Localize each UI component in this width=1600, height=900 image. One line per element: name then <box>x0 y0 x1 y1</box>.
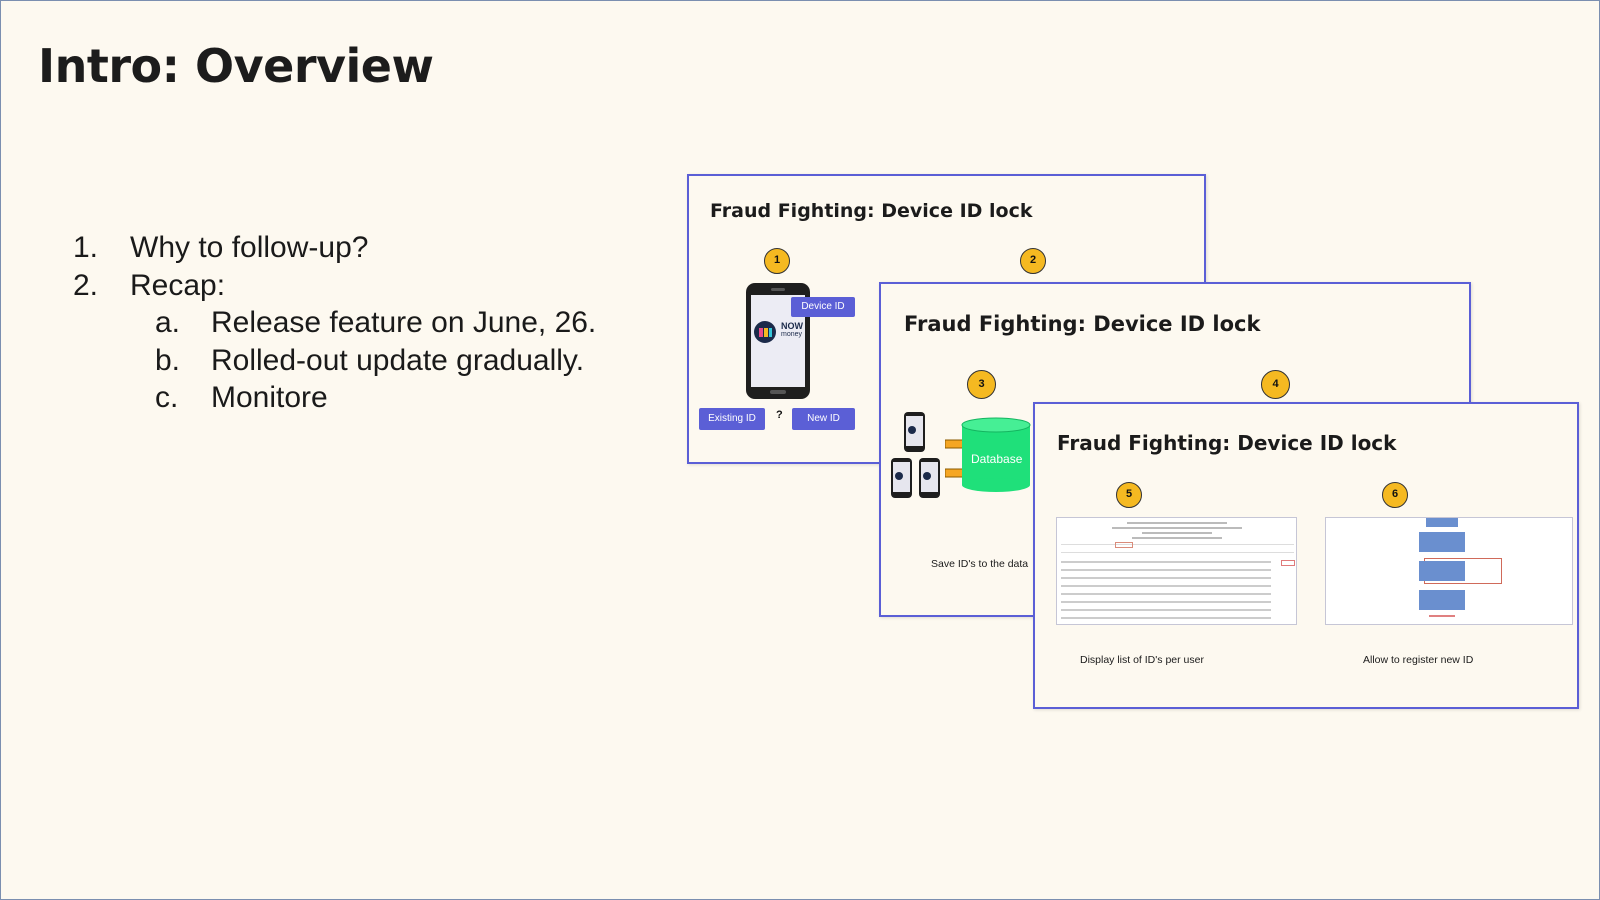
card-title: Fraud Fighting: Device ID lock <box>904 312 1261 336</box>
card-device-id-3: Fraud Fighting: Device ID lock 5 6 <box>1033 402 1579 709</box>
logo-subtext: money <box>781 331 803 338</box>
database-icon <box>961 417 1031 492</box>
phone-icon <box>891 458 912 498</box>
card-caption-right: Allow to register new ID <box>1363 654 1474 666</box>
device-id-label: Device ID <box>791 297 855 317</box>
step-badge-4: 4 <box>1261 370 1290 399</box>
phone-icon <box>919 458 940 498</box>
id-list-screenshot <box>1056 517 1297 625</box>
card-caption-left: Display list of ID's per user <box>1080 654 1204 666</box>
database-label: Database <box>971 452 1023 466</box>
agenda-text: Recap: <box>130 268 226 302</box>
agenda-letter: b. <box>155 343 181 377</box>
agenda-text: Monitore <box>211 381 328 414</box>
logo-text: NOW <box>781 321 803 331</box>
card-title: Fraud Fighting: Device ID lock <box>1057 431 1397 455</box>
logo-mark-icon <box>754 321 776 343</box>
new-id-label: New ID <box>792 408 855 430</box>
now-money-logo: NOW money <box>754 319 808 345</box>
step-badge-3: 3 <box>967 370 996 399</box>
step-badge-6: 6 <box>1382 482 1408 508</box>
agenda-text: Rolled-out update gradually. <box>211 343 585 377</box>
agenda-letter: a. <box>155 306 181 339</box>
question-mark: ? <box>776 409 783 421</box>
agenda-number: 1. <box>73 231 99 264</box>
card-caption: Save ID's to the data <box>931 558 1029 570</box>
step-badge-1: 1 <box>764 248 790 274</box>
card-title: Fraud Fighting: Device ID lock <box>710 200 1033 222</box>
existing-id-label: Existing ID <box>699 408 765 430</box>
register-device-screenshot <box>1325 517 1573 625</box>
slide-title: Intro: Overview <box>38 39 434 93</box>
step-badge-2: 2 <box>1020 248 1046 274</box>
agenda-letter: c. <box>155 381 179 414</box>
agenda-text: Why to follow-up? <box>130 231 369 264</box>
agenda-number: 2. <box>73 268 99 302</box>
phone-icon <box>904 412 925 452</box>
agenda-text: Release feature on June, 26. <box>211 306 597 339</box>
step-badge-5: 5 <box>1116 482 1142 508</box>
